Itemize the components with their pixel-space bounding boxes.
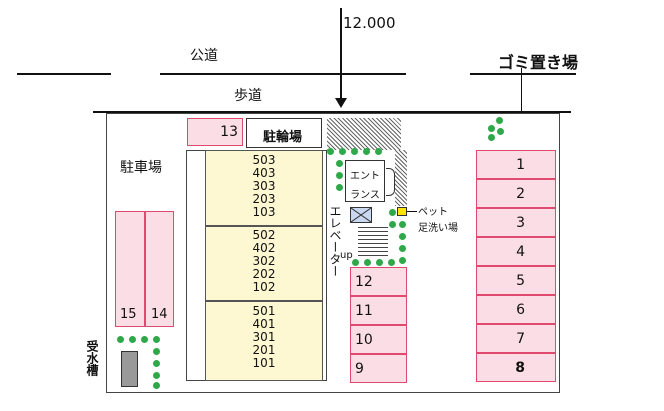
distance-arrow-head [335, 98, 347, 108]
room: 303 [252, 179, 276, 193]
garbage-pointer [521, 68, 522, 118]
shrub-dot [327, 148, 334, 155]
entrance-door-icon [386, 168, 395, 196]
parking-space-8: 8 [476, 353, 556, 382]
shrub-dot [141, 336, 148, 343]
shrub-dot [129, 336, 136, 343]
parking-space-3: 3 [476, 208, 556, 237]
room: 403 [252, 166, 276, 180]
parking-space-5: 5 [476, 266, 556, 295]
elevator-icon [350, 207, 372, 223]
shrub-dot [375, 148, 382, 155]
room: 302 [252, 254, 276, 268]
parking-space-14: 14 [145, 211, 174, 327]
sidewalk-label: 歩道 [234, 88, 262, 104]
water-tank-label: 受水槽 [85, 340, 99, 376]
shrub-dot [153, 360, 160, 367]
road-line-right [470, 73, 576, 75]
shrub-dot [117, 336, 124, 343]
rooms-block-middle: 502 402 302 202 102 [205, 226, 323, 301]
rooms-block-lower: 501 401 301 201 101 [205, 301, 323, 381]
shrub-dot [496, 117, 503, 124]
shrub-dot [388, 259, 395, 266]
shrub-dot [488, 125, 495, 132]
shrub-dot [336, 172, 343, 179]
room: 203 [252, 192, 276, 206]
distance-label: 12.000 [343, 14, 396, 32]
stairs-up-label: up [340, 250, 353, 261]
room: 101 [252, 356, 276, 370]
pet-wash-label-line2: 足洗い場 [418, 223, 458, 234]
room: 301 [252, 330, 276, 344]
entrance-box: エント ランス [345, 160, 385, 202]
shrub-dot [336, 160, 343, 167]
shrub-dot [352, 259, 359, 266]
parking-space-number: 15 [120, 307, 137, 322]
parking-space-11: 11 [350, 296, 407, 325]
parking-space-4: 4 [476, 237, 556, 266]
elevator-label: エレベーター [328, 205, 342, 277]
parking-space-number: 13 [220, 124, 238, 140]
sidewalk-line [93, 111, 571, 113]
entrance-label-line1: エント [350, 171, 380, 182]
pet-wash-pointer [407, 211, 417, 212]
garbage-label: ゴミ置き場 [498, 53, 579, 72]
shrub-dot [336, 184, 343, 191]
shrub-dot [376, 259, 383, 266]
room: 402 [252, 241, 276, 255]
parking-space-number: 14 [151, 307, 168, 322]
entrance-canopy [327, 118, 401, 150]
stairs-icon [358, 226, 388, 256]
shrub-dot [389, 209, 396, 216]
bicycle-parking: 駐輪場 [246, 118, 322, 148]
parking-space-15: 15 [115, 211, 145, 327]
room: 401 [252, 317, 276, 331]
shrub-dot [351, 148, 358, 155]
bicycle-parking-label: 駐輪場 [263, 130, 303, 145]
room: 201 [252, 343, 276, 357]
shrub-dot [363, 148, 370, 155]
parking-space-7: 7 [476, 324, 556, 353]
shrub-dot [497, 128, 504, 135]
parking-space-13: 13 [187, 118, 243, 146]
distance-arrow-line [340, 8, 342, 100]
shrub-dot [389, 221, 396, 228]
parking-space-1: 1 [476, 150, 556, 179]
shrub-dot [399, 245, 406, 252]
room: 502 [252, 228, 276, 242]
pet-wash-icon [397, 207, 407, 216]
shrub-dot [399, 257, 406, 264]
room: 503 [252, 153, 276, 167]
room: 501 [252, 304, 276, 318]
shrub-dot [153, 372, 160, 379]
pet-wash-label-line1: ペット [418, 207, 448, 218]
shrub-dot [399, 221, 406, 228]
shrub-dot [153, 382, 160, 389]
road-line-left [17, 73, 111, 75]
road-label: 公道 [190, 48, 218, 64]
parking-space-10: 10 [350, 325, 407, 354]
room: 102 [252, 280, 276, 294]
parking-space-2: 2 [476, 179, 556, 208]
road-line-middle [160, 73, 406, 75]
parking-lot-label: 駐車場 [120, 160, 162, 176]
rooms-block-upper: 503 403 303 203 103 [205, 150, 323, 226]
parking-space-12: 12 [350, 267, 407, 296]
entrance-label-line2: ランス [350, 190, 380, 201]
parking-space-6: 6 [476, 295, 556, 324]
shrub-dot [339, 148, 346, 155]
entrance-wall [395, 150, 407, 206]
water-tank-icon [121, 351, 138, 387]
shrub-dot [153, 336, 160, 343]
parking-space-9: 9 [350, 354, 407, 383]
shrub-dot [364, 259, 371, 266]
room: 202 [252, 267, 276, 281]
shrub-dot [488, 134, 495, 141]
room: 103 [252, 205, 276, 219]
shrub-dot [399, 233, 406, 240]
shrub-dot [153, 348, 160, 355]
